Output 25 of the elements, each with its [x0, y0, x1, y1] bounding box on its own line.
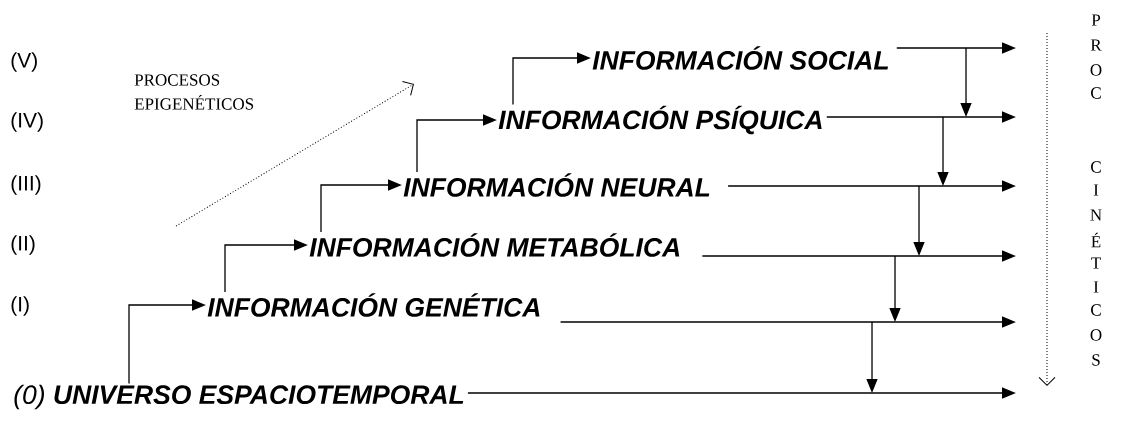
level-label: INFORMACIÓN METABÓLICA: [309, 233, 680, 257]
vertical-letter: C: [1091, 304, 1101, 316]
process-label: PROCESOS EPIGENÉTICOS: [134, 74, 254, 110]
vertical-letter: O: [1090, 329, 1102, 341]
level-number: (III): [11, 175, 41, 195]
level-label: INFORMACIÓN GENÉTICA: [207, 293, 540, 317]
vertical-letter: I: [1093, 184, 1099, 196]
vertical-letter: É: [1091, 232, 1101, 248]
level-label: INFORMACIÓN SOCIAL: [592, 46, 888, 70]
level-label: (0) UNIVERSO ESPACIOTEMPORAL: [14, 384, 464, 410]
level-label: INFORMACIÓN NEURAL: [403, 173, 710, 197]
vertical-letter: R: [1090, 39, 1102, 51]
vertical-letter: I: [1093, 281, 1099, 293]
vertical-letter: C: [1091, 161, 1101, 173]
vertical-letter: C: [1091, 87, 1101, 99]
level-number: (II): [11, 235, 35, 255]
vertical-letter: N: [1090, 209, 1102, 221]
vertical-letter: T: [1091, 257, 1101, 269]
vertical-letter: S: [1092, 354, 1100, 366]
level-label: INFORMACIÓN PSÍQUICA: [498, 105, 822, 135]
vertical-letter: P: [1091, 14, 1101, 26]
level-number: (IV): [11, 112, 43, 132]
level-number: (I): [11, 296, 29, 316]
level-number: (V): [11, 52, 37, 72]
vertical-letter: O: [1090, 64, 1102, 76]
